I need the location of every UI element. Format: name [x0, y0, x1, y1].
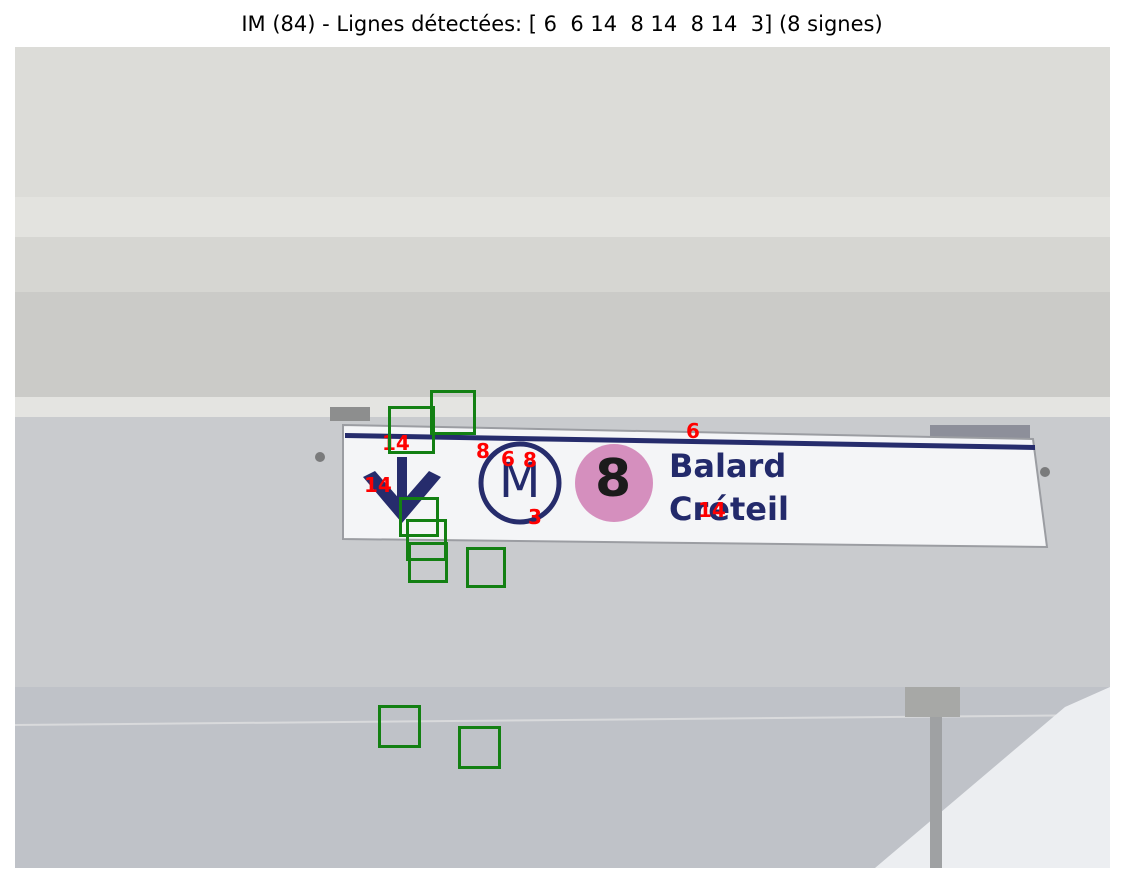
- detection-label: 8: [523, 448, 537, 472]
- detection-box: [408, 542, 448, 583]
- metro-logo-letter: M: [499, 453, 541, 509]
- photo: M 8 Balard Créteil 14 8 6 8 6 14 3 14: [15, 47, 1110, 868]
- detection-label: 6: [686, 419, 700, 443]
- detection-box: [466, 547, 506, 588]
- sign-panel: [342, 423, 1049, 549]
- detection-box: [378, 705, 421, 748]
- arrow-head: [363, 471, 441, 523]
- detection-box: [406, 519, 447, 561]
- metro-logo-ring: [478, 441, 562, 525]
- line-badge-circle: [575, 444, 653, 522]
- detection-box: [458, 726, 501, 769]
- ceiling-beam: [15, 237, 1110, 297]
- destination-creteil: Créteil: [669, 490, 789, 528]
- detection-box: [388, 406, 435, 454]
- sign-bolt-right: [1040, 467, 1050, 477]
- beam-edge-highlight: [15, 397, 1110, 417]
- destination-balard: Balard: [669, 447, 787, 485]
- sign-bracket-right: [930, 425, 1030, 439]
- detection-box: [399, 497, 439, 537]
- support-pole: [930, 717, 942, 868]
- figure-title: IM (84) - Lignes détectées: [ 6 6 14 8 1…: [241, 12, 883, 36]
- detection-label: 6: [501, 447, 515, 471]
- ceiling-top: [15, 47, 1110, 207]
- detection-label: 3: [528, 505, 542, 529]
- sign-bolt-left: [315, 452, 325, 462]
- sign-bracket-left: [330, 407, 370, 421]
- line-badge-number: 8: [595, 449, 632, 509]
- ceiling-beam-face: [15, 292, 1110, 402]
- detection-label: 8: [476, 439, 490, 463]
- detection-label: 14: [698, 498, 726, 522]
- detection-label: 14: [364, 473, 392, 497]
- detection-box: [430, 390, 476, 435]
- ceiling-beam-shadow: [15, 197, 1110, 237]
- sign-top-stripe: [345, 433, 1035, 450]
- arrow-shaft: [397, 457, 407, 505]
- pole-bracket: [905, 687, 960, 717]
- scene-drawing: [15, 47, 1110, 868]
